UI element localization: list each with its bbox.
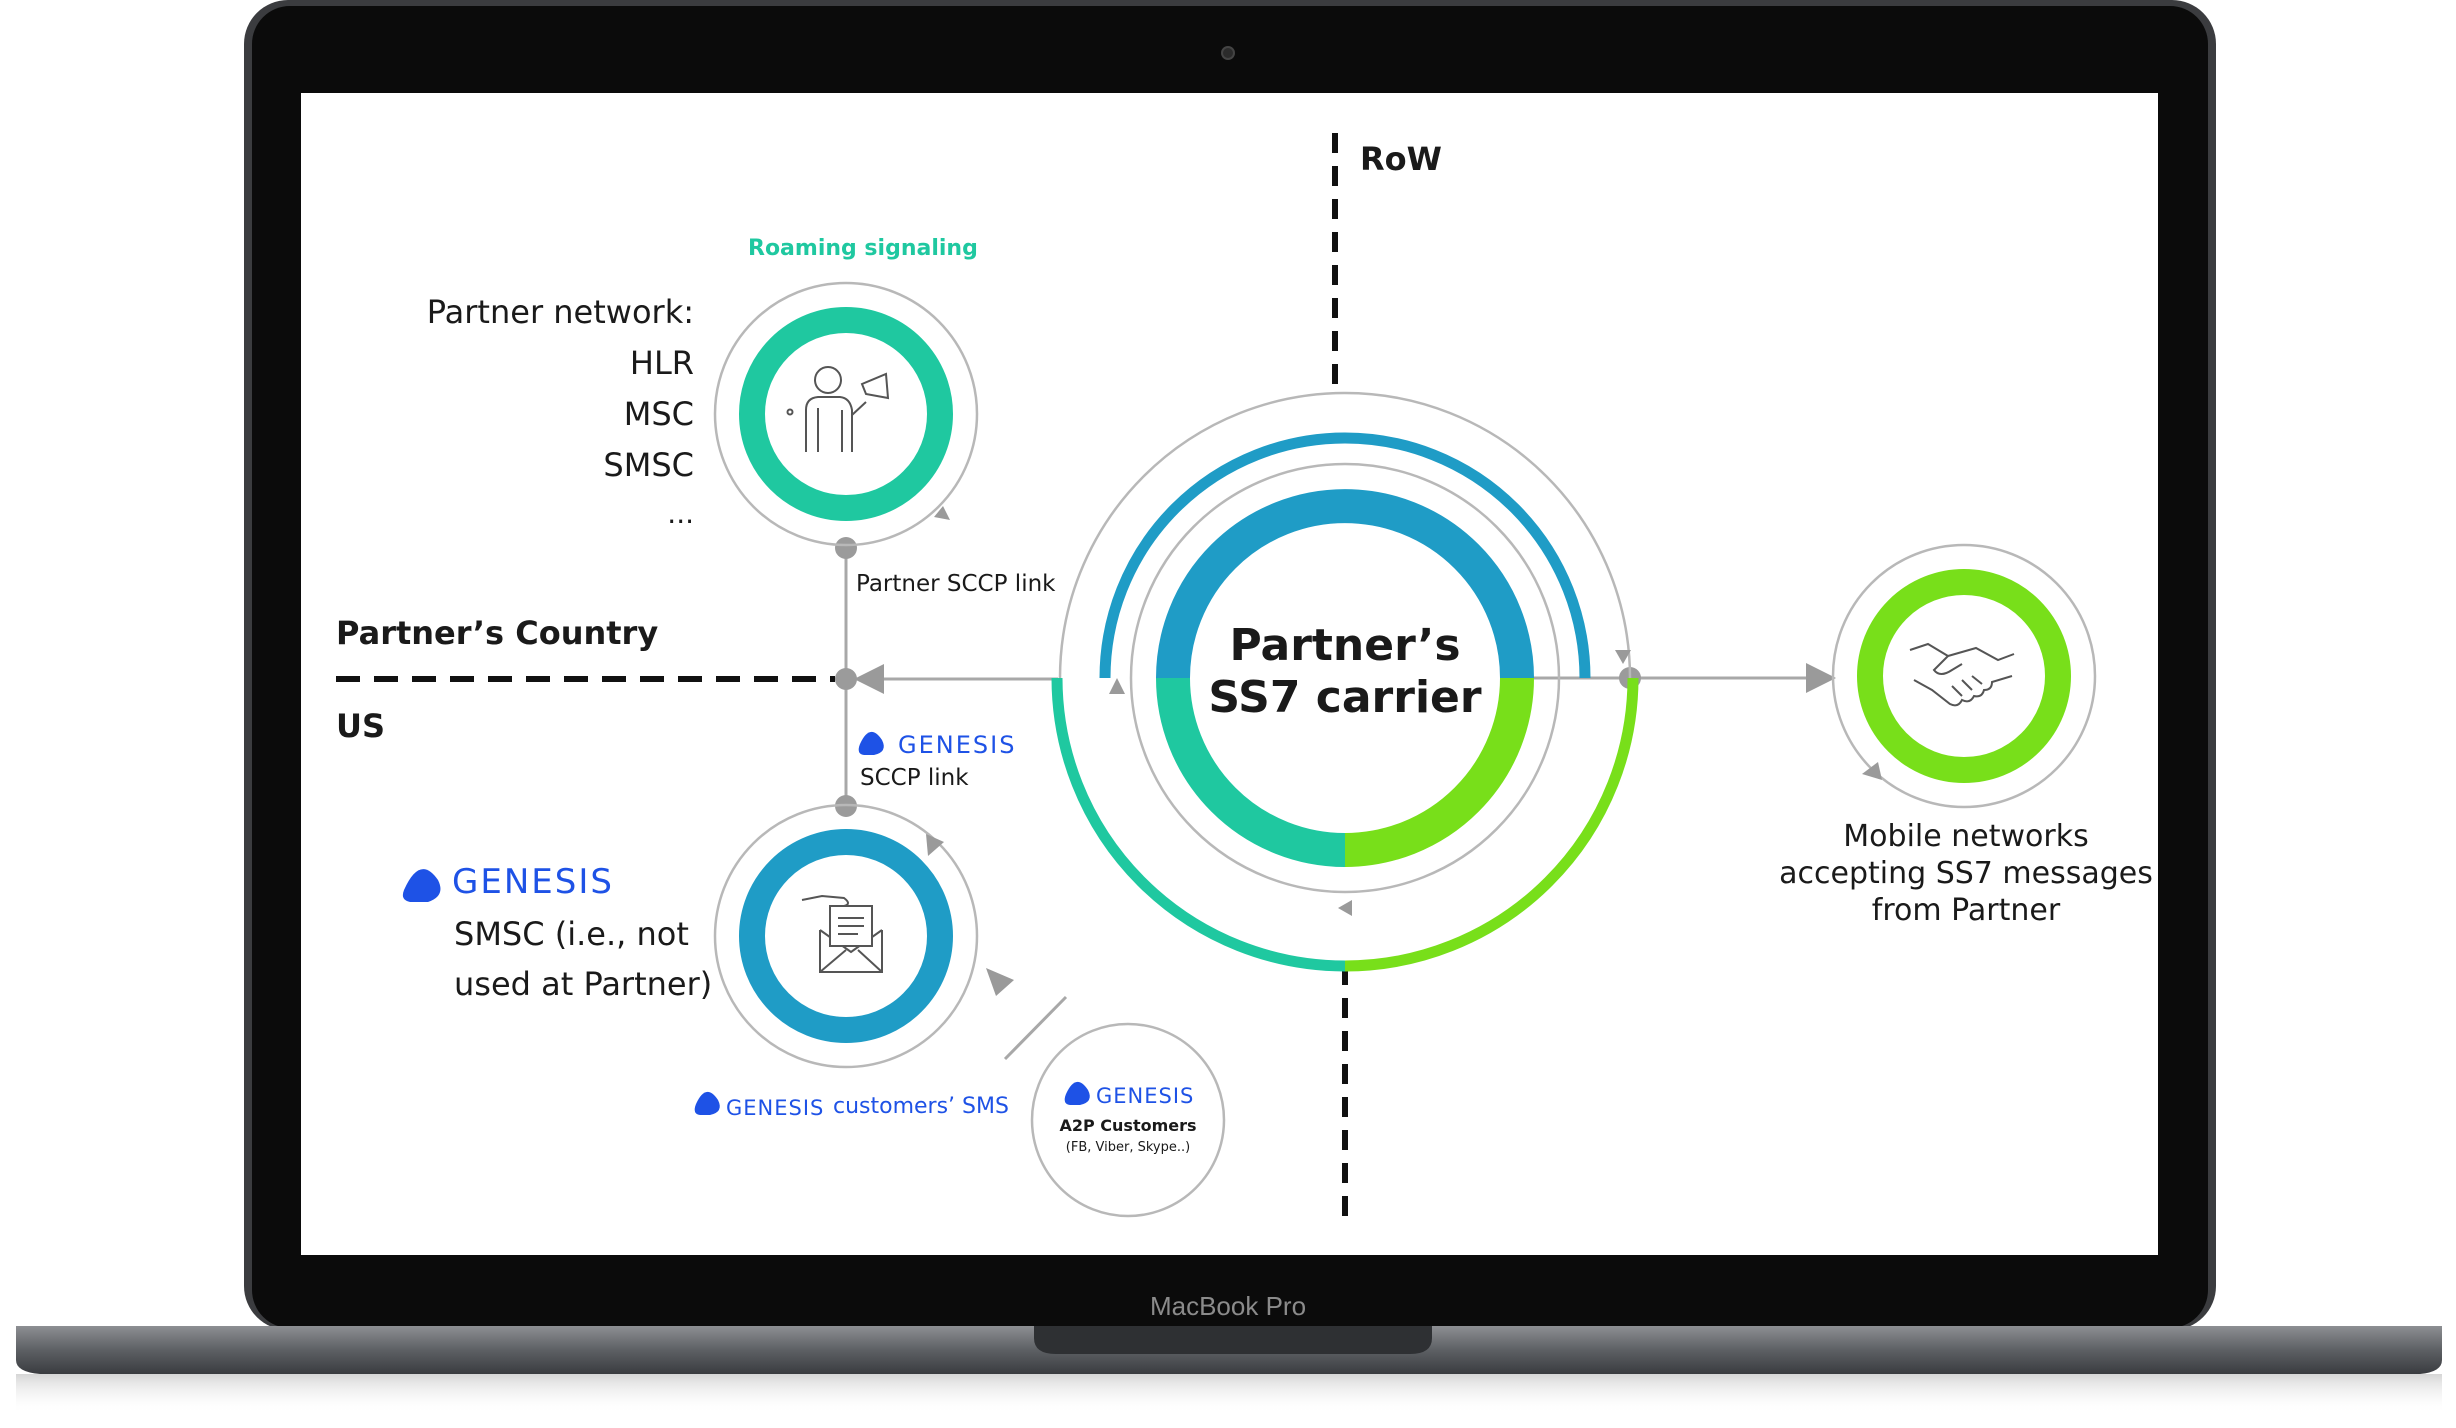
person-megaphone-icon bbox=[786, 366, 890, 452]
a2p-link-line bbox=[1003, 995, 1068, 1061]
carrier-outer-arc-teal bbox=[1051, 677, 1346, 972]
partner-network-heading: Partner network: bbox=[426, 293, 694, 331]
envelope-document-icon bbox=[801, 894, 883, 973]
camera-icon bbox=[1221, 46, 1235, 60]
customers-sms-label: customers’ SMS bbox=[833, 1094, 1009, 1119]
carrier-title-line2: SS7 carrier bbox=[1208, 672, 1482, 723]
partner-network-item: ... bbox=[667, 497, 694, 530]
roaming-signaling-label: Roaming signaling bbox=[748, 236, 978, 261]
genesis-smsc-line1: SMSC (i.e., not bbox=[454, 915, 689, 953]
a2p-arrowhead bbox=[986, 968, 1014, 996]
genesis-logo-icon bbox=[402, 731, 1090, 1115]
carrier-outer-arc-green bbox=[1344, 677, 1639, 972]
region-us-label: US bbox=[336, 707, 386, 745]
mobile-networks-node bbox=[1831, 543, 2097, 809]
genesis-smsc-line2: used at Partner) bbox=[454, 965, 713, 1003]
a2p-label: A2P Customers bbox=[1059, 1116, 1197, 1135]
mobile-networks-line1: Mobile networks bbox=[1843, 819, 2089, 854]
a2p-sub-label: (FB, Viber, Skype..) bbox=[1065, 1140, 1191, 1155]
genesis-smsc-node bbox=[713, 803, 979, 1069]
device-label: MacBook Pro bbox=[1149, 1291, 1307, 1321]
carrier-title-line1: Partner’s bbox=[1229, 620, 1461, 671]
region-partner-country-label: Partner’s Country bbox=[336, 614, 659, 652]
carrier-node bbox=[1051, 391, 1639, 972]
laptop-notch bbox=[1034, 1326, 1432, 1354]
customers-sms-brand: GENESIS bbox=[726, 1096, 825, 1120]
a2p-node bbox=[1030, 1022, 1226, 1218]
genesis-sccp-link-label: SCCP link bbox=[860, 765, 969, 791]
screen bbox=[301, 93, 2158, 1255]
junction-dot bbox=[835, 668, 857, 690]
handshake-icon bbox=[1909, 642, 2015, 707]
junction-dot bbox=[835, 537, 857, 559]
partner-network-node bbox=[713, 281, 979, 547]
mobile-networks-line3: from Partner bbox=[1871, 893, 2061, 928]
region-row-label: RoW bbox=[1360, 140, 1442, 178]
genesis-sccp-brand: GENESIS bbox=[898, 731, 1017, 759]
a2p-brand: GENESIS bbox=[1096, 1084, 1195, 1108]
mobile-networks-line2: accepting SS7 messages bbox=[1779, 856, 2153, 891]
partner-network-item: SMSC bbox=[603, 446, 694, 484]
partner-network-item: MSC bbox=[623, 395, 694, 433]
carrier-outer-arc-blue bbox=[1099, 432, 1591, 679]
genesis-smsc-brand: GENESIS bbox=[452, 862, 614, 902]
partner-sccp-link-label: Partner SCCP link bbox=[856, 571, 1056, 597]
partner-network-item: HLR bbox=[629, 344, 694, 382]
laptop-shadow bbox=[16, 1374, 2442, 1414]
